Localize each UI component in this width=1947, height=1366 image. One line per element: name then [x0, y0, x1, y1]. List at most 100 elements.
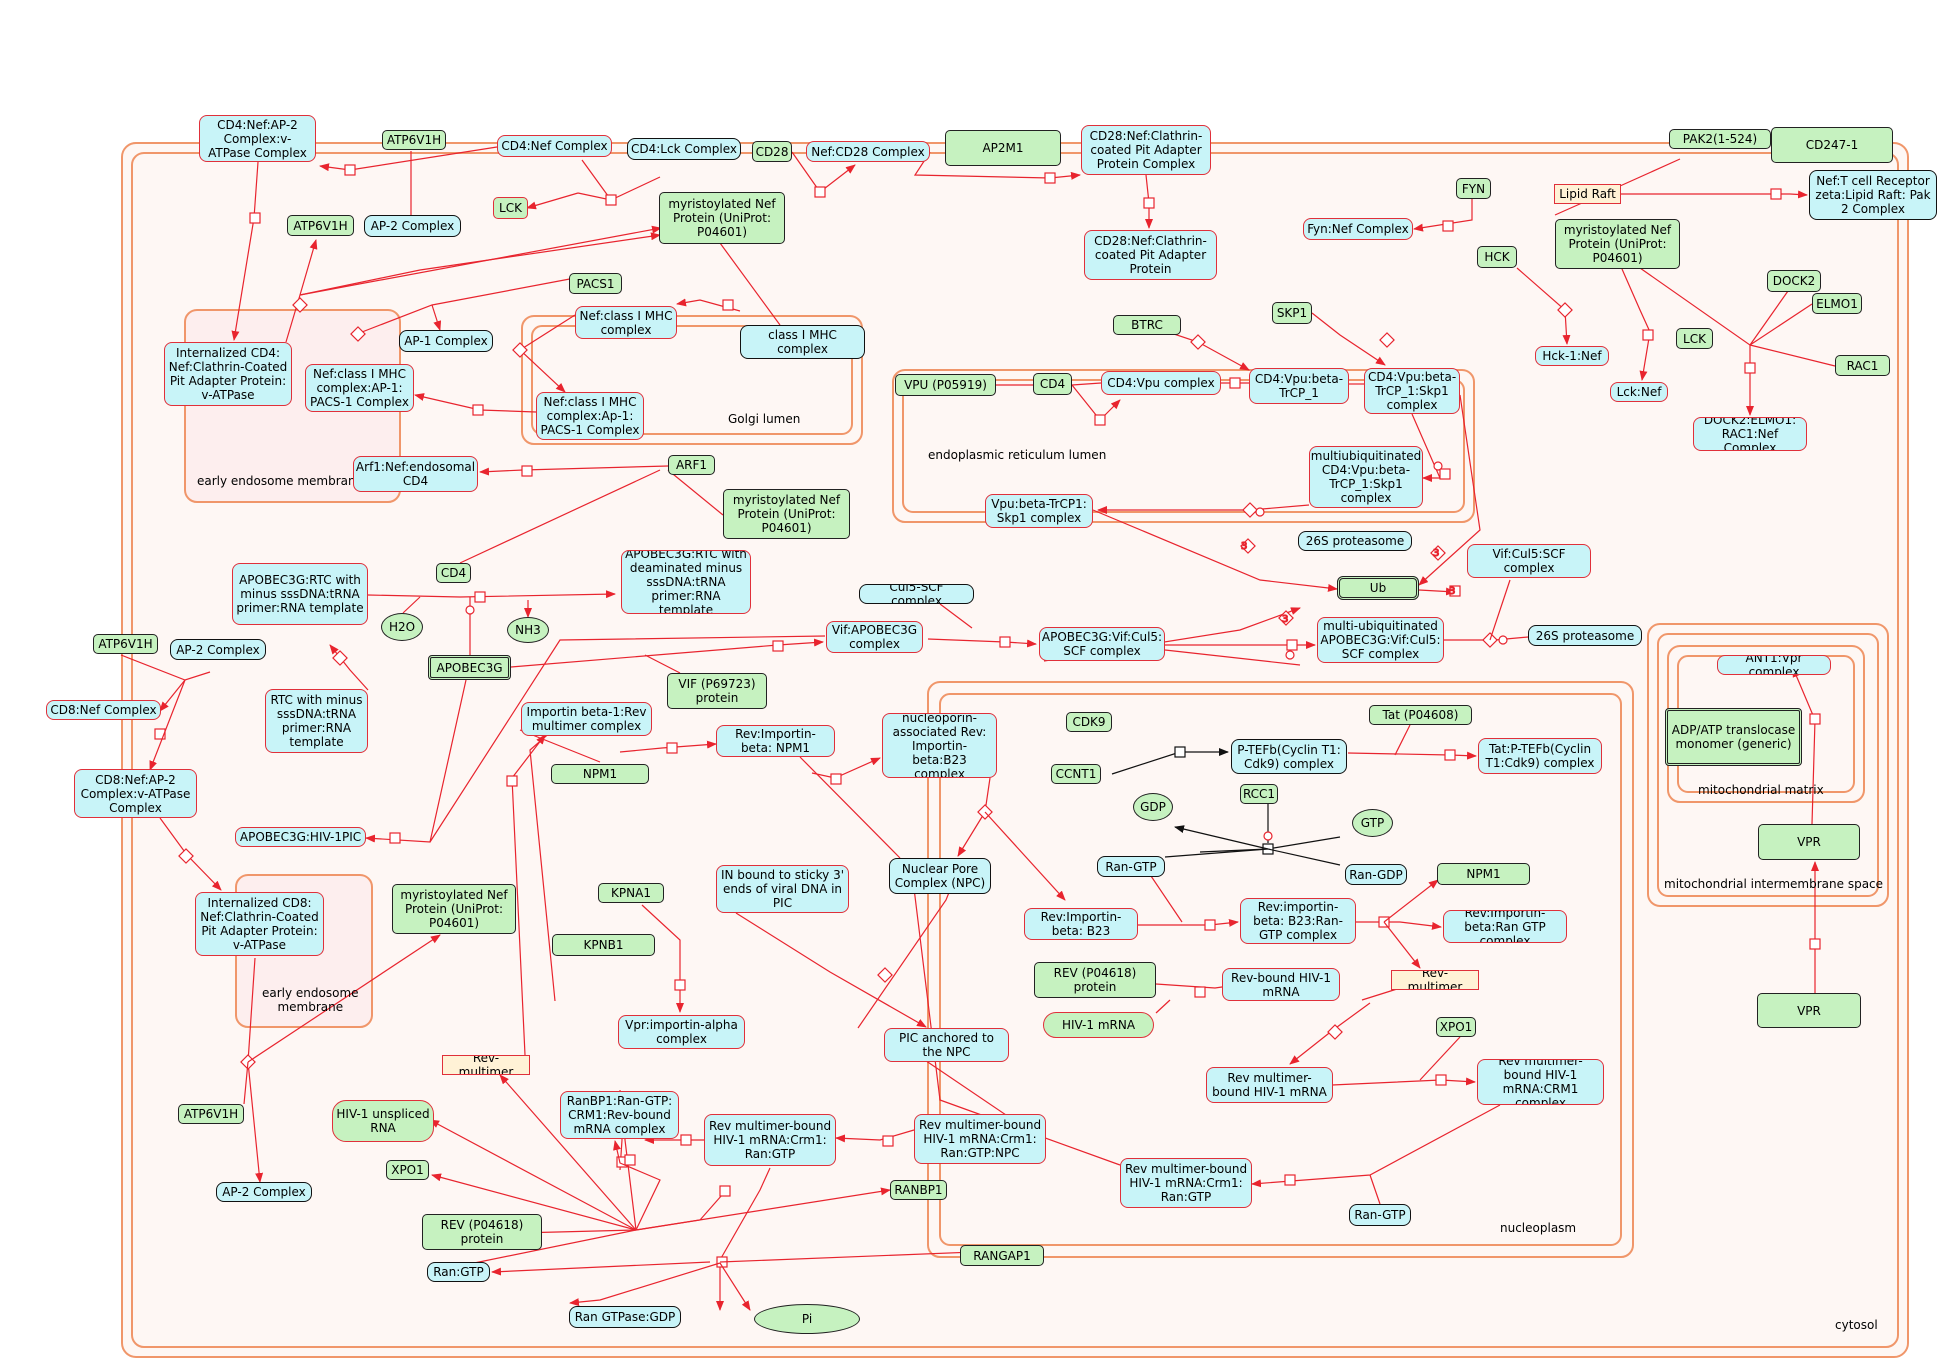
- node-internalized-cd8[interactable]: Internalized CD8: Nef:Clathrin-Coated Pi…: [195, 892, 324, 956]
- node-nucleoporin-rev[interactable]: nucleoporin-associated Rev: Importin-bet…: [882, 713, 997, 778]
- node-hck-nef[interactable]: Hck-1:Nef: [1535, 346, 1609, 366]
- reaction-node-marker[interactable]: [332, 650, 348, 666]
- node-cd4-vpu-complex[interactable]: CD4:Vpu complex: [1101, 371, 1221, 395]
- reaction-node-marker[interactable]: [1194, 986, 1206, 998]
- node-atp6v1h-b[interactable]: ATP6V1H: [287, 215, 354, 236]
- node-lipid-raft[interactable]: Lipid Raft: [1554, 184, 1621, 204]
- node-rev-importin-b23[interactable]: Rev:Importin-beta: B23: [1024, 908, 1138, 940]
- reaction-node-marker[interactable]: [1379, 332, 1395, 348]
- node-xpo1-b[interactable]: XPO1: [386, 1160, 429, 1180]
- reaction-node-marker[interactable]: [472, 404, 484, 416]
- node-nuclear-pore[interactable]: Nuclear Pore Complex (NPC): [889, 858, 991, 894]
- reaction-node-marker[interactable]: [674, 979, 686, 991]
- reaction-node-marker[interactable]: [1435, 1074, 1447, 1086]
- node-rtc-minus[interactable]: RTC with minus sssDNA:tRNA primer:RNA te…: [265, 689, 368, 753]
- node-gtp[interactable]: GTP: [1352, 809, 1393, 837]
- reaction-node-marker[interactable]: [772, 640, 784, 652]
- node-nh3[interactable]: NH3: [507, 617, 549, 643]
- node-nef-tcr-lipid-pak[interactable]: Nef:T cell Receptor zeta:Lipid Raft: Pak…: [1809, 170, 1937, 220]
- reaction-node-marker[interactable]: [605, 194, 617, 206]
- node-rev-protein-a[interactable]: REV (P04618) protein: [1034, 962, 1156, 998]
- node-npm1-a[interactable]: NPM1: [551, 764, 649, 784]
- node-rev-multimer-crm1-ran-npc[interactable]: Rev multimer-bound HIV-1 mRNA:Crm1: Ran:…: [914, 1114, 1046, 1164]
- node-ran-gtp-c[interactable]: Ran:GTP: [427, 1262, 490, 1282]
- node-ant1-vpr[interactable]: ANT1:Vpr complex: [1717, 655, 1831, 675]
- reaction-node-marker[interactable]: [521, 465, 533, 477]
- node-h2o[interactable]: H2O: [381, 613, 423, 641]
- reaction-node-marker[interactable]: [722, 299, 734, 311]
- reaction-node-marker[interactable]: [1449, 585, 1461, 597]
- node-vif-cul5-scf[interactable]: Vif:Cul5:SCF complex: [1467, 544, 1591, 578]
- node-pacs1[interactable]: PACS1: [569, 273, 622, 294]
- reaction-node-marker[interactable]: [1190, 334, 1206, 350]
- node-rev-multimer-bound-crm1[interactable]: Rev multimer-bound HIV-1 mRNA:CRM1 compl…: [1477, 1059, 1604, 1105]
- node-rev-multimer-bound-hiv[interactable]: Rev multimer-bound HIV-1 mRNA: [1206, 1067, 1333, 1103]
- node-fyn[interactable]: FYN: [1456, 178, 1491, 199]
- node-hiv1-unspliced[interactable]: HIV-1 unspliced RNA: [332, 1100, 434, 1142]
- reaction-node-marker[interactable]: [1439, 468, 1451, 480]
- node-nef-mhc-ap1-pacs1[interactable]: Nef:class I MHC complex:AP-1: PACS-1 Com…: [305, 364, 414, 412]
- node-gdp[interactable]: GDP: [1133, 793, 1173, 821]
- node-lck-nef[interactable]: Lck:Nef: [1610, 382, 1668, 402]
- node-rangap1[interactable]: RANGAP1: [960, 1245, 1044, 1266]
- node-cd8-nef-ap2-vatpase[interactable]: CD8:Nef:AP-2 Complex:v-ATPase Complex: [74, 769, 197, 818]
- reaction-node-marker[interactable]: [830, 773, 842, 785]
- node-rev-multimer-crm1-ran-b[interactable]: Rev multimer-bound HIV-1 mRNA:Crm1: Ran:…: [1120, 1158, 1252, 1208]
- node-rev-protein-b[interactable]: REV (P04618) protein: [422, 1214, 542, 1250]
- node-ccnt1[interactable]: CCNT1: [1051, 764, 1101, 784]
- node-cd4-lck-complex[interactable]: CD4:Lck Complex: [627, 138, 741, 160]
- reaction-node-marker[interactable]: [1744, 362, 1756, 374]
- node-ran-gdp[interactable]: Ran-GDP: [1345, 864, 1407, 885]
- reaction-node-marker[interactable]: [1809, 713, 1821, 725]
- reaction-node-marker[interactable]: [680, 1134, 692, 1146]
- reaction-node-marker[interactable]: [389, 832, 401, 844]
- reaction-node-marker[interactable]: [1809, 938, 1821, 950]
- node-cd28-nef-clathrin[interactable]: CD28:Nef:Clathrin-coated Pit Adapter Pro…: [1081, 125, 1211, 175]
- node-hck[interactable]: HCK: [1477, 246, 1517, 268]
- node-cd4-a[interactable]: CD4: [1033, 373, 1072, 395]
- node-myr-nef-d[interactable]: myristoylated Nef Protein (UniProt: P046…: [392, 884, 516, 934]
- node-adp-atp-translocase[interactable]: ADP/ATP translocase monomer (generic): [1665, 708, 1802, 766]
- node-atp6v1h-c[interactable]: ATP6V1H: [93, 634, 158, 654]
- node-nef-cd28-complex[interactable]: Nef:CD28 Complex: [806, 141, 930, 162]
- node-apobec-rtc-deaminated[interactable]: APOBEC3G:RTC with deaminated minus sssDN…: [621, 550, 751, 614]
- node-myr-nef-c[interactable]: myristoylated Nef Protein (UniProt: P046…: [723, 489, 850, 539]
- node-rev-multimer-crm1-ran[interactable]: Rev multimer-bound HIV-1 mRNA:Crm1: Ran:…: [704, 1114, 836, 1166]
- node-vpr-b[interactable]: VPR: [1757, 993, 1861, 1028]
- node-proteasome-26s-a[interactable]: 26S proteasome: [1298, 531, 1412, 551]
- node-multiub-cd4-vpu[interactable]: multiubiquitinated CD4:Vpu:beta-TrCP_1:S…: [1309, 446, 1423, 508]
- node-arf1-nef-endo-cd4[interactable]: Arf1:Nef:endosomal CD4: [353, 456, 478, 492]
- node-cd28-a[interactable]: CD28: [752, 141, 792, 162]
- reaction-node-marker[interactable]: [1442, 220, 1454, 232]
- node-vpr-importin-alpha[interactable]: Vpr:importin-alpha complex: [618, 1015, 745, 1049]
- node-in-bound-pic[interactable]: IN bound to sticky 3' ends of viral DNA …: [716, 865, 849, 913]
- node-cul5-scf[interactable]: Cul5-SCF complex: [859, 584, 974, 604]
- reaction-node-marker[interactable]: [1557, 302, 1573, 318]
- node-ub[interactable]: Ub: [1337, 576, 1419, 600]
- node-apobec-hiv-pic[interactable]: APOBEC3G:HIV-1PIC: [235, 827, 366, 847]
- node-ap2-complex-b[interactable]: AP-2 Complex: [170, 639, 266, 660]
- node-rev-importin-ran[interactable]: Rev:Importin-beta:Ran GTP complex: [1443, 910, 1567, 943]
- reaction-node-marker[interactable]: [292, 297, 308, 313]
- node-ap2m1[interactable]: AP2M1: [945, 130, 1061, 166]
- node-class-i-mhc[interactable]: class I MHC complex: [740, 325, 865, 359]
- node-rac1[interactable]: RAC1: [1835, 355, 1890, 376]
- reaction-node-marker[interactable]: [999, 636, 1011, 648]
- reaction-node-marker[interactable]: [719, 1185, 731, 1197]
- node-rev-importin-npm1[interactable]: Rev:Importin-beta: NPM1: [716, 725, 835, 757]
- node-ran-gtp-b[interactable]: Ran-GTP: [1349, 1204, 1411, 1226]
- node-rev-bound-hiv-mrna[interactable]: Rev-bound HIV-1 mRNA: [1222, 968, 1340, 1001]
- reaction-node-marker[interactable]: [666, 742, 678, 754]
- node-rcc1[interactable]: RCC1: [1240, 784, 1278, 804]
- node-pak2[interactable]: PAK2(1-524): [1669, 129, 1771, 149]
- reaction-node-marker[interactable]: [877, 967, 893, 983]
- node-ap1-complex[interactable]: AP-1 Complex: [399, 330, 493, 352]
- node-vpu[interactable]: VPU (P05919): [895, 374, 996, 396]
- node-vif-apobec3g[interactable]: Vif:APOBEC3G complex: [826, 621, 923, 653]
- node-importin-rev-multimer[interactable]: Importin beta-1:Rev multimer complex: [521, 702, 652, 736]
- node-tat[interactable]: Tat (P04608): [1369, 705, 1472, 725]
- node-myr-nef-a[interactable]: myristoylated Nef Protein (UniProt: P046…: [659, 192, 785, 244]
- reaction-node-marker[interactable]: [1240, 538, 1256, 554]
- node-ranbp1-ran-crm1[interactable]: RanBP1:Ran-GTP: CRM1:Rev-bound mRNA comp…: [560, 1091, 679, 1139]
- reaction-node-marker[interactable]: [512, 342, 528, 358]
